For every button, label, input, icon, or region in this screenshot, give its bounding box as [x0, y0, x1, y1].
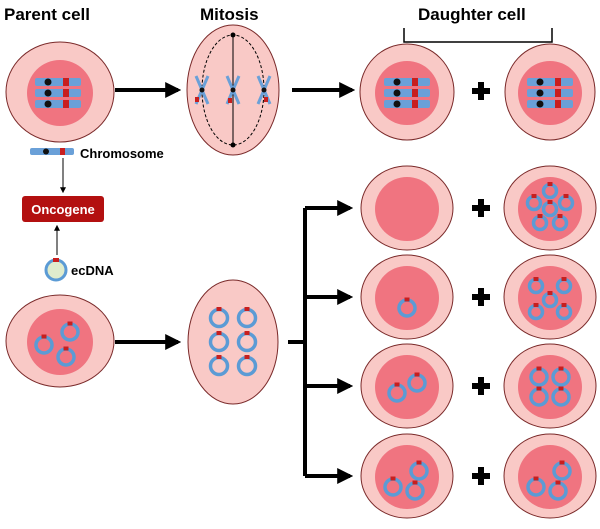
- daughter-row: [360, 343, 597, 429]
- daughter-cell-ecdna-left: [360, 165, 454, 251]
- ecdna-ring-icon: [541, 291, 559, 309]
- ecdna-ring-icon: [409, 460, 429, 481]
- ecdna-ring-icon: [552, 460, 572, 481]
- daughter-cell-ecdna-left: [360, 343, 454, 429]
- ecdna-ring-icon: [44, 258, 68, 282]
- plus-icon: [472, 288, 490, 306]
- ecdna-ring-icon: [548, 480, 568, 501]
- ecdna-ring-icon: [531, 214, 549, 232]
- chromosome-label: Chromosome: [80, 146, 164, 161]
- ecdna-daughter-rows: [360, 165, 597, 519]
- ecdna-ring-icon: [236, 307, 258, 329]
- daughter-cell-ecdna-right: [503, 343, 597, 429]
- mitosis-header: Mitosis: [200, 5, 259, 24]
- ecdna-ring-icon: [208, 355, 230, 377]
- ecdna-ring-icon: [34, 334, 54, 355]
- ecdna-ring-icon: [527, 303, 545, 321]
- daughter-cell-header: Daughter cell: [418, 5, 526, 24]
- bracket-icon: [403, 28, 553, 43]
- ecdna-ring-icon: [529, 386, 549, 407]
- ecdna-ring-icon: [407, 372, 427, 393]
- plus-icon: [472, 199, 490, 217]
- metaphase-chromosome: [194, 75, 210, 105]
- plus-icon: [472, 377, 490, 395]
- plus-icon: [472, 467, 490, 485]
- daughter-cell-ecdna-right: [503, 433, 597, 519]
- ecdna-ring-icon: [541, 200, 559, 218]
- chromosome-icon: [30, 148, 74, 155]
- daughter-cell-chromosomal-left: [359, 43, 455, 141]
- ecdna-label: ecDNA: [71, 263, 114, 278]
- ecdna-ring-icon: [525, 194, 543, 212]
- daughter-cell-ecdna-left: [360, 433, 454, 519]
- metaphase-chromosome: [225, 75, 241, 105]
- branching-arrows: [288, 200, 354, 484]
- ecdna-ring-icon: [551, 386, 571, 407]
- mitosis-cell-ecdna: [187, 279, 279, 405]
- daughter-row: [360, 254, 597, 340]
- ecdna-ring-icon: [208, 331, 230, 353]
- ecdna-ring-icon: [529, 366, 549, 387]
- mitosis-cell-chromosomal: [186, 24, 280, 156]
- ecdna-ring-icon: [397, 297, 417, 318]
- daughter-cell-ecdna-right: [503, 165, 597, 251]
- parent-cell-ecdna: [5, 294, 115, 388]
- ecdna-ring-icon: [208, 307, 230, 329]
- ecdna-ring-icon: [56, 346, 76, 367]
- ecdna-ring-icon: [383, 476, 403, 497]
- daughter-cell-chromosomal-right: [504, 43, 596, 141]
- daughter-cell-ecdna-right: [503, 254, 597, 340]
- metaphase-chromosome: [256, 75, 272, 105]
- ecdna-ring-icon: [60, 321, 80, 342]
- parent-cell-chromosomal: [5, 41, 115, 143]
- oncogene-label: Oncogene: [31, 202, 95, 217]
- oncogene-box: [22, 196, 104, 222]
- daughter-row: [360, 165, 597, 251]
- ecdna-ring-icon: [557, 194, 575, 212]
- ecdna-ring-icon: [236, 355, 258, 377]
- chromosome-set: [527, 78, 573, 108]
- ecdna-ring-icon: [527, 277, 545, 295]
- plus-icon: [472, 82, 490, 100]
- ecdna-ring-icon: [551, 366, 571, 387]
- daughter-cell-ecdna-left: [360, 254, 454, 340]
- ecdna-ring-icon: [555, 277, 573, 295]
- ecdna-ring-icon: [405, 480, 425, 501]
- parent-cell-header: Parent cell: [4, 5, 90, 24]
- ecdna-ring-icon: [526, 476, 546, 497]
- chromosome-set: [384, 78, 430, 108]
- ecdna-ring-icon: [387, 382, 407, 403]
- ecdna-ring-icon: [541, 182, 559, 200]
- ecdna-ring-icon: [236, 331, 258, 353]
- chromosome-set: [35, 78, 81, 108]
- daughter-row: [360, 433, 597, 519]
- ecdna-ring-icon: [555, 303, 573, 321]
- ecdna-ring-icon: [551, 214, 569, 232]
